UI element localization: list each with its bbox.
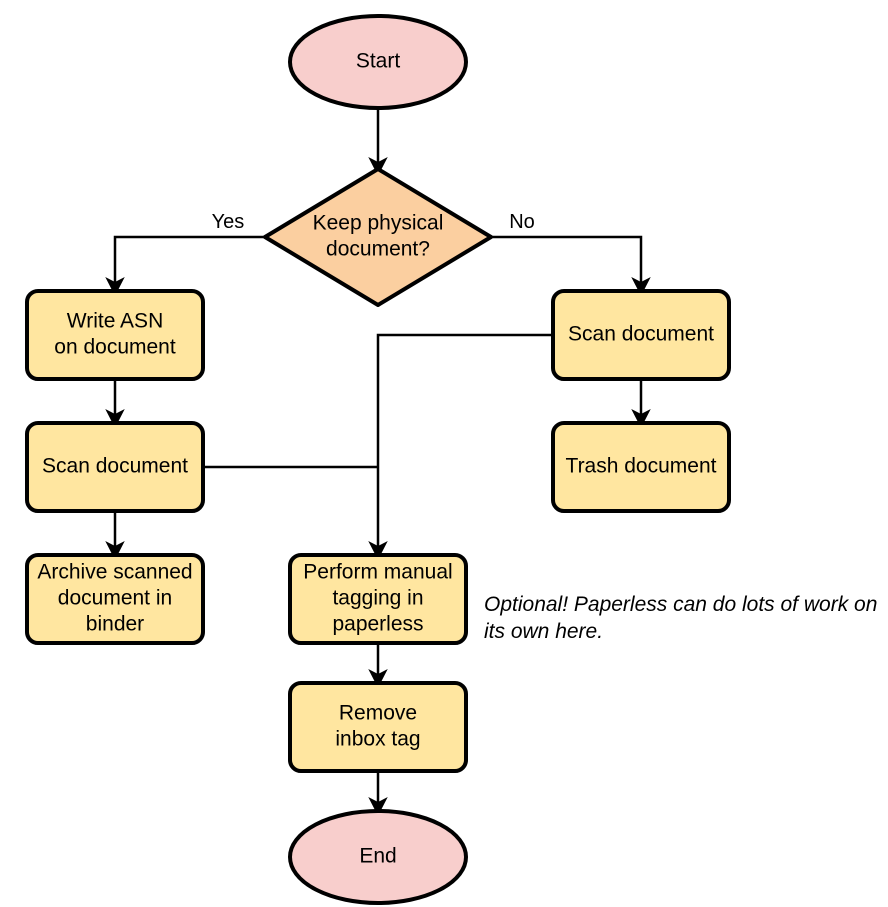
annotation-line: its own here. <box>484 620 603 643</box>
node-end: End <box>288 809 468 905</box>
node-label: Keep physical <box>313 212 444 235</box>
node-label: Write ASN <box>67 310 163 333</box>
node-scan-document-right: Scan document <box>551 289 731 381</box>
node-label: Archive scanned <box>37 561 192 584</box>
node-label: Scan document <box>42 455 188 478</box>
edge-path <box>105 235 265 297</box>
node-label: Scan document <box>568 323 714 346</box>
terminator-ellipse <box>288 809 468 905</box>
process-box <box>288 681 468 773</box>
node-manual-tagging: Perform manual tagging in paperless <box>288 553 468 645</box>
terminator-ellipse <box>288 14 468 110</box>
node-keep-physical: Keep physical document? <box>263 167 493 307</box>
edge-label-no: No <box>509 211 535 233</box>
edge-path <box>368 333 553 561</box>
process-box <box>25 289 205 381</box>
node-remove-inbox-tag: Remove inbox tag <box>288 681 468 773</box>
edge-path <box>491 235 651 297</box>
edge-scan-right-to-manual-tagging <box>368 333 553 561</box>
edge-label-yes: Yes <box>212 211 245 233</box>
process-box <box>551 421 731 513</box>
node-scan-document-left: Scan document <box>25 421 205 513</box>
process-box <box>25 421 205 513</box>
node-archive-binder: Archive scanned document in binder <box>25 553 205 645</box>
node-label: Remove <box>339 702 417 725</box>
annotations-layer: Optional! Paperless can do lots of work … <box>484 593 877 643</box>
decision-diamond <box>263 167 493 307</box>
node-label: Trash document <box>566 455 717 478</box>
process-box <box>25 553 205 645</box>
annotation-line: Optional! Paperless can do lots of work … <box>484 593 877 616</box>
annotation-optional-note: Optional! Paperless can do lots of work … <box>484 593 877 643</box>
edge-decision-yes-to-write-asn: Yes <box>105 211 265 297</box>
node-label: inbox tag <box>335 728 420 751</box>
node-label: paperless <box>332 613 423 636</box>
edge-decision-no-to-scan-right: No <box>491 211 651 297</box>
node-start: Start <box>288 14 468 110</box>
node-label: End <box>359 845 396 868</box>
node-label: on document <box>54 336 176 359</box>
edges-layer: Yes No <box>105 108 651 817</box>
node-label: Start <box>356 50 401 73</box>
node-label: binder <box>86 613 144 636</box>
node-trash-document: Trash document <box>551 421 731 513</box>
process-box <box>288 553 468 645</box>
process-box <box>551 289 731 381</box>
node-label: document? <box>326 238 430 261</box>
node-label: tagging in <box>332 587 423 610</box>
node-label: document in <box>58 587 172 610</box>
node-label: Perform manual <box>303 561 452 584</box>
node-write-asn: Write ASN on document <box>25 289 205 381</box>
